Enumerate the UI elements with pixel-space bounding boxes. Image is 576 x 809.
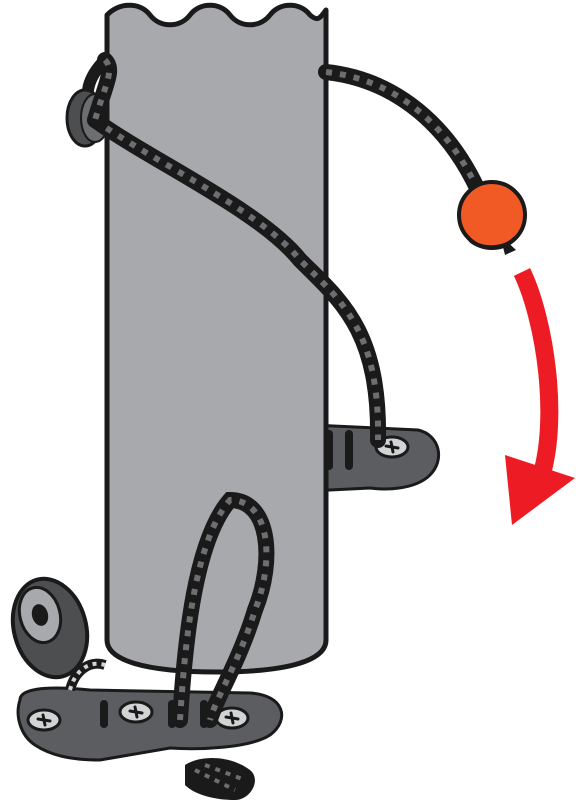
direction-arrow: [505, 272, 575, 525]
mast-post: [107, 5, 326, 672]
pulley-block: [2, 570, 105, 690]
stopper-ball: [459, 182, 525, 255]
lower-cleat-bracket: [18, 688, 282, 760]
screw-icon: [28, 710, 60, 730]
screw-icon: [120, 702, 152, 722]
cord-knot: [185, 758, 255, 800]
